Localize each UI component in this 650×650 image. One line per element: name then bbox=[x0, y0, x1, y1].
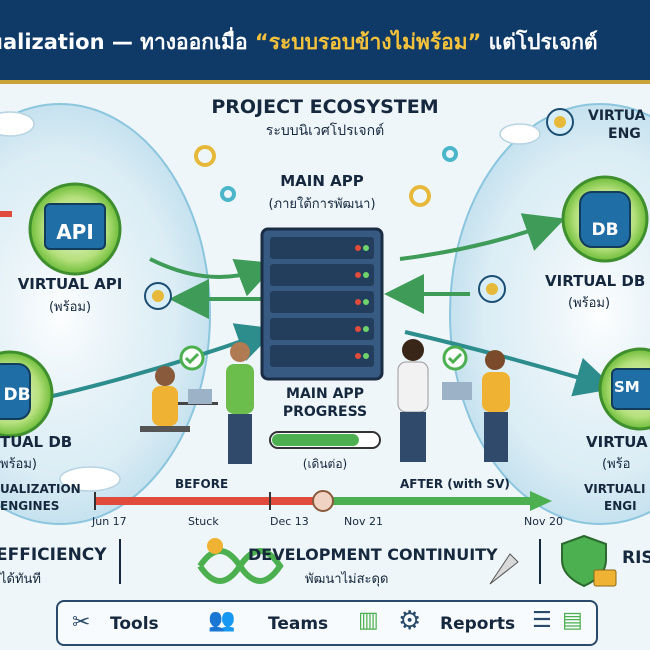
timeline-arrowhead bbox=[530, 491, 552, 511]
team-icon: 👥 bbox=[208, 608, 236, 633]
progress-fill bbox=[272, 434, 359, 446]
virtual-sm-status: (พร้อ bbox=[602, 457, 631, 472]
arrow-db-to-app bbox=[39, 323, 278, 401]
left-engine-line1: UALIZATION bbox=[0, 482, 81, 496]
timeline-tick-label-4: Nov 21 bbox=[344, 515, 383, 528]
timeline-after-bar bbox=[325, 497, 530, 505]
footer-reports[interactable]: Reports bbox=[440, 614, 516, 634]
person-icon-right bbox=[442, 350, 510, 462]
efficiency-title: EFFICIENCY bbox=[0, 545, 107, 565]
virtual-db-right-status: (พร้อม) bbox=[568, 296, 611, 311]
server-icon bbox=[260, 227, 384, 381]
sm-window-icon bbox=[611, 368, 650, 410]
sm-badge: SM bbox=[614, 378, 640, 396]
timeline-after-label: AFTER (with SV) bbox=[400, 477, 510, 491]
virtual-db-left-label: TUAL DB bbox=[0, 433, 73, 451]
main-app-label: MAIN APP bbox=[280, 172, 364, 190]
ecosystem-title: PROJECT ECOSYSTEM bbox=[211, 96, 439, 118]
timeline-marker bbox=[312, 490, 334, 512]
main-app-sublabel: (ภายใต้การพัฒนา) bbox=[268, 197, 376, 212]
timeline-tick-label-5: Nov 20 bbox=[524, 515, 563, 528]
person-icon-center-right bbox=[397, 339, 429, 462]
banner-highlight: “ระบบรอบข้างไม่พร้อม” bbox=[254, 30, 482, 54]
virtual-sm-label: VIRTUA bbox=[586, 433, 648, 451]
rocket-icon bbox=[489, 553, 519, 585]
person-icon-center-left bbox=[226, 342, 254, 464]
banner-suffix: แต่โปรเจกต์ bbox=[481, 30, 598, 54]
timeline-before-bar bbox=[95, 497, 320, 505]
gear-icon-footer: ⚙ bbox=[398, 606, 422, 636]
brain-icon bbox=[144, 108, 574, 310]
person-icon-left bbox=[140, 366, 218, 432]
title-banner: ualization — ทางออกเมื่อ “ระบบรอบข้างไม่… bbox=[0, 0, 650, 84]
timeline-tick-label-1: Jun 17 bbox=[92, 515, 127, 528]
right-engine-line1: VIRTUALI bbox=[584, 482, 646, 496]
timeline-before-label: BEFORE bbox=[175, 477, 229, 491]
footer-teams[interactable]: Teams bbox=[268, 614, 329, 634]
right-top-label-line2: ENG bbox=[608, 126, 641, 142]
server-stack-icon: ☰ bbox=[532, 608, 552, 633]
arrow-api-to-app bbox=[149, 257, 277, 297]
virtual-api-status: (พร้อม) bbox=[48, 300, 92, 315]
continuity-subtitle: พัฒนาไม่สะดุด bbox=[305, 572, 389, 587]
wrench-icon: ✂ bbox=[72, 610, 91, 635]
ecosystem-subtitle: ระบบนิเวศโปรเจกต์ bbox=[265, 123, 385, 139]
api-window-icon bbox=[44, 203, 106, 250]
database-icon-left bbox=[0, 363, 31, 420]
banner-title: ualization — ทางออกเมื่อ “ระบบรอบข้างไม่… bbox=[0, 26, 598, 59]
footer-bar: ✂ Tools 👥 Teams ▥ ⚙ Reports ☰ ▤ bbox=[56, 600, 598, 646]
gear-icon bbox=[194, 145, 431, 207]
risk-title: RIS bbox=[622, 548, 650, 568]
right-engine-line2: ENGI bbox=[604, 499, 637, 513]
banner-prefix: ualization — ทางออกเมื่อ bbox=[0, 30, 255, 54]
diagram-graphics bbox=[0, 103, 650, 588]
timeline-tick-label-3: Dec 13 bbox=[270, 515, 309, 528]
db-badge-right: DB bbox=[591, 220, 619, 240]
virtual-db-right-label: VIRTUAL DB bbox=[545, 272, 646, 290]
timeline-tick-label-2: Stuck bbox=[188, 515, 219, 528]
continuity-title: DEVELOPMENT CONTINUITY bbox=[248, 545, 498, 564]
efficiency-subtitle: ได้ทันที bbox=[0, 572, 42, 587]
check-icon bbox=[179, 345, 468, 371]
lock-icon bbox=[593, 569, 617, 587]
cloud-icon bbox=[0, 111, 541, 492]
progress-status: (เดินต่อ) bbox=[302, 457, 348, 471]
arrow-app-to-db-right bbox=[399, 213, 566, 261]
bar-chart-icon: ▤ bbox=[562, 608, 583, 633]
gear-icon-2 bbox=[220, 146, 458, 202]
db-badge-left: DB bbox=[3, 385, 31, 405]
api-badge: API bbox=[56, 220, 94, 244]
progress-label-line2: PROGRESS bbox=[282, 404, 368, 420]
progress-label-line1: MAIN APP bbox=[286, 386, 364, 402]
right-top-label-line1: VIRTUA bbox=[588, 108, 646, 124]
lightbulb-icon bbox=[207, 538, 223, 554]
virtual-api-label: VIRTUAL API bbox=[17, 275, 123, 293]
left-engine-line2: ENGINES bbox=[0, 499, 60, 513]
infinity-icon bbox=[197, 548, 284, 584]
virtual-db-left-status: พร้อม) bbox=[0, 457, 38, 472]
database-icon-right bbox=[579, 191, 631, 248]
report-chart-icon: ▥ bbox=[358, 608, 379, 633]
footer-tools[interactable]: Tools bbox=[110, 614, 159, 634]
